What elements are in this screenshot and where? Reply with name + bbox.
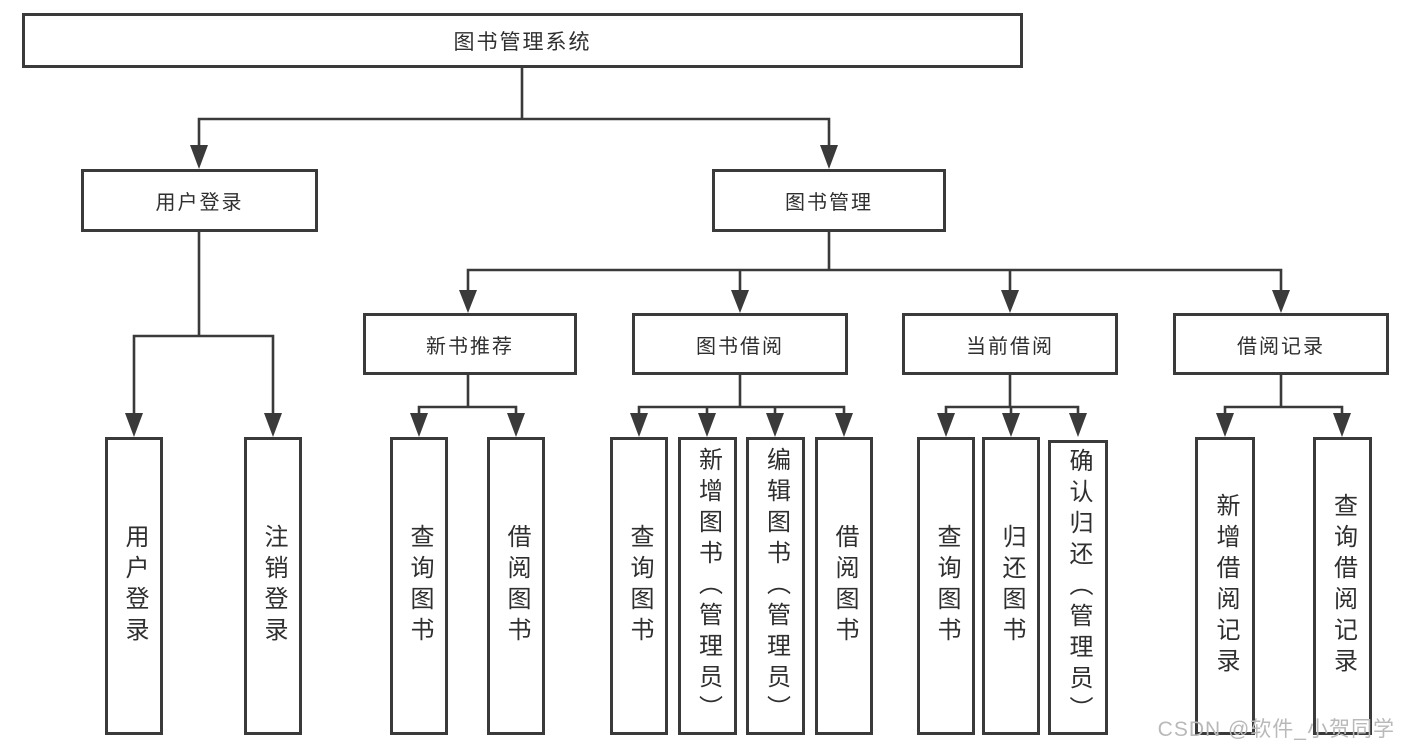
leaf-user-login: 用户登录 xyxy=(105,437,163,735)
node-current-borrow: 当前借阅 xyxy=(902,313,1118,375)
node-user-login-label: 用户登录 xyxy=(155,192,244,214)
node-root: 图书管理系统 xyxy=(22,13,1023,68)
leaf-query-borrow-record: 查询借阅记录 xyxy=(1313,437,1372,735)
connector-user-login-to-leaves xyxy=(125,232,282,437)
node-new-book-recommend-label: 新书推荐 xyxy=(426,335,514,358)
leaf-return-books-label: 归还图书 xyxy=(998,524,1025,648)
leaf-add-borrow-record-label: 新增借阅记录 xyxy=(1212,493,1239,679)
leaf-user-login-label: 用户登录 xyxy=(121,524,148,648)
node-borrow-records-label: 借阅记录 xyxy=(1237,335,1325,358)
leaf-current-query-books-label: 查询图书 xyxy=(933,524,960,648)
connector-book-borrow-to-leaves xyxy=(630,375,853,437)
leaf-newbook-borrow-books-label: 借阅图书 xyxy=(503,524,530,648)
csdn-watermark: CSDN @软件_小贺同学 xyxy=(1157,718,1395,741)
leaf-query-borrow-record-label: 查询借阅记录 xyxy=(1329,493,1357,679)
leaf-borrow-books-label: 借阅图书 xyxy=(831,524,858,648)
node-book-borrow-label: 图书借阅 xyxy=(696,335,784,358)
leaf-edit-books-admin: 编辑图书（管理员） xyxy=(746,437,805,735)
leaf-logout: 注销登录 xyxy=(244,437,302,735)
connector-new-book-to-leaves xyxy=(410,375,525,437)
leaf-current-query-books: 查询图书 xyxy=(917,437,975,735)
leaf-confirm-return-admin-label: 确认归还（管理员） xyxy=(1065,448,1092,727)
leaf-newbook-borrow-books: 借阅图书 xyxy=(487,437,545,735)
connector-root-to-level2 xyxy=(190,68,838,169)
connector-borrow-records-to-leaves xyxy=(1216,375,1351,437)
leaf-borrow-books: 借阅图书 xyxy=(815,437,873,735)
node-book-borrow: 图书借阅 xyxy=(632,313,848,375)
leaf-logout-label: 注销登录 xyxy=(260,524,287,648)
node-book-management-label: 图书管理 xyxy=(785,192,873,214)
leaf-add-books-admin-label: 新增图书（管理员） xyxy=(694,446,722,726)
leaf-borrow-query-books: 查询图书 xyxy=(610,437,668,735)
node-borrow-records: 借阅记录 xyxy=(1173,313,1389,375)
leaf-newbook-query-books-label: 查询图书 xyxy=(406,524,433,648)
leaf-newbook-query-books: 查询图书 xyxy=(390,437,448,735)
leaf-edit-books-admin-label: 编辑图书（管理员） xyxy=(762,446,790,726)
node-book-management: 图书管理 xyxy=(712,169,946,232)
leaf-confirm-return-admin: 确认归还（管理员） xyxy=(1048,440,1108,735)
leaf-return-books: 归还图书 xyxy=(982,437,1040,735)
node-root-label: 图书管理系统 xyxy=(453,30,592,54)
connector-book-management-to-level3 xyxy=(459,232,1290,313)
leaf-add-borrow-record: 新增借阅记录 xyxy=(1195,437,1255,735)
node-current-borrow-label: 当前借阅 xyxy=(966,335,1054,358)
node-user-login: 用户登录 xyxy=(81,169,318,232)
connector-current-borrow-to-leaves xyxy=(937,375,1087,437)
leaf-borrow-query-books-label: 查询图书 xyxy=(626,524,653,648)
node-new-book-recommend: 新书推荐 xyxy=(363,313,577,375)
leaf-add-books-admin: 新增图书（管理员） xyxy=(678,437,737,735)
